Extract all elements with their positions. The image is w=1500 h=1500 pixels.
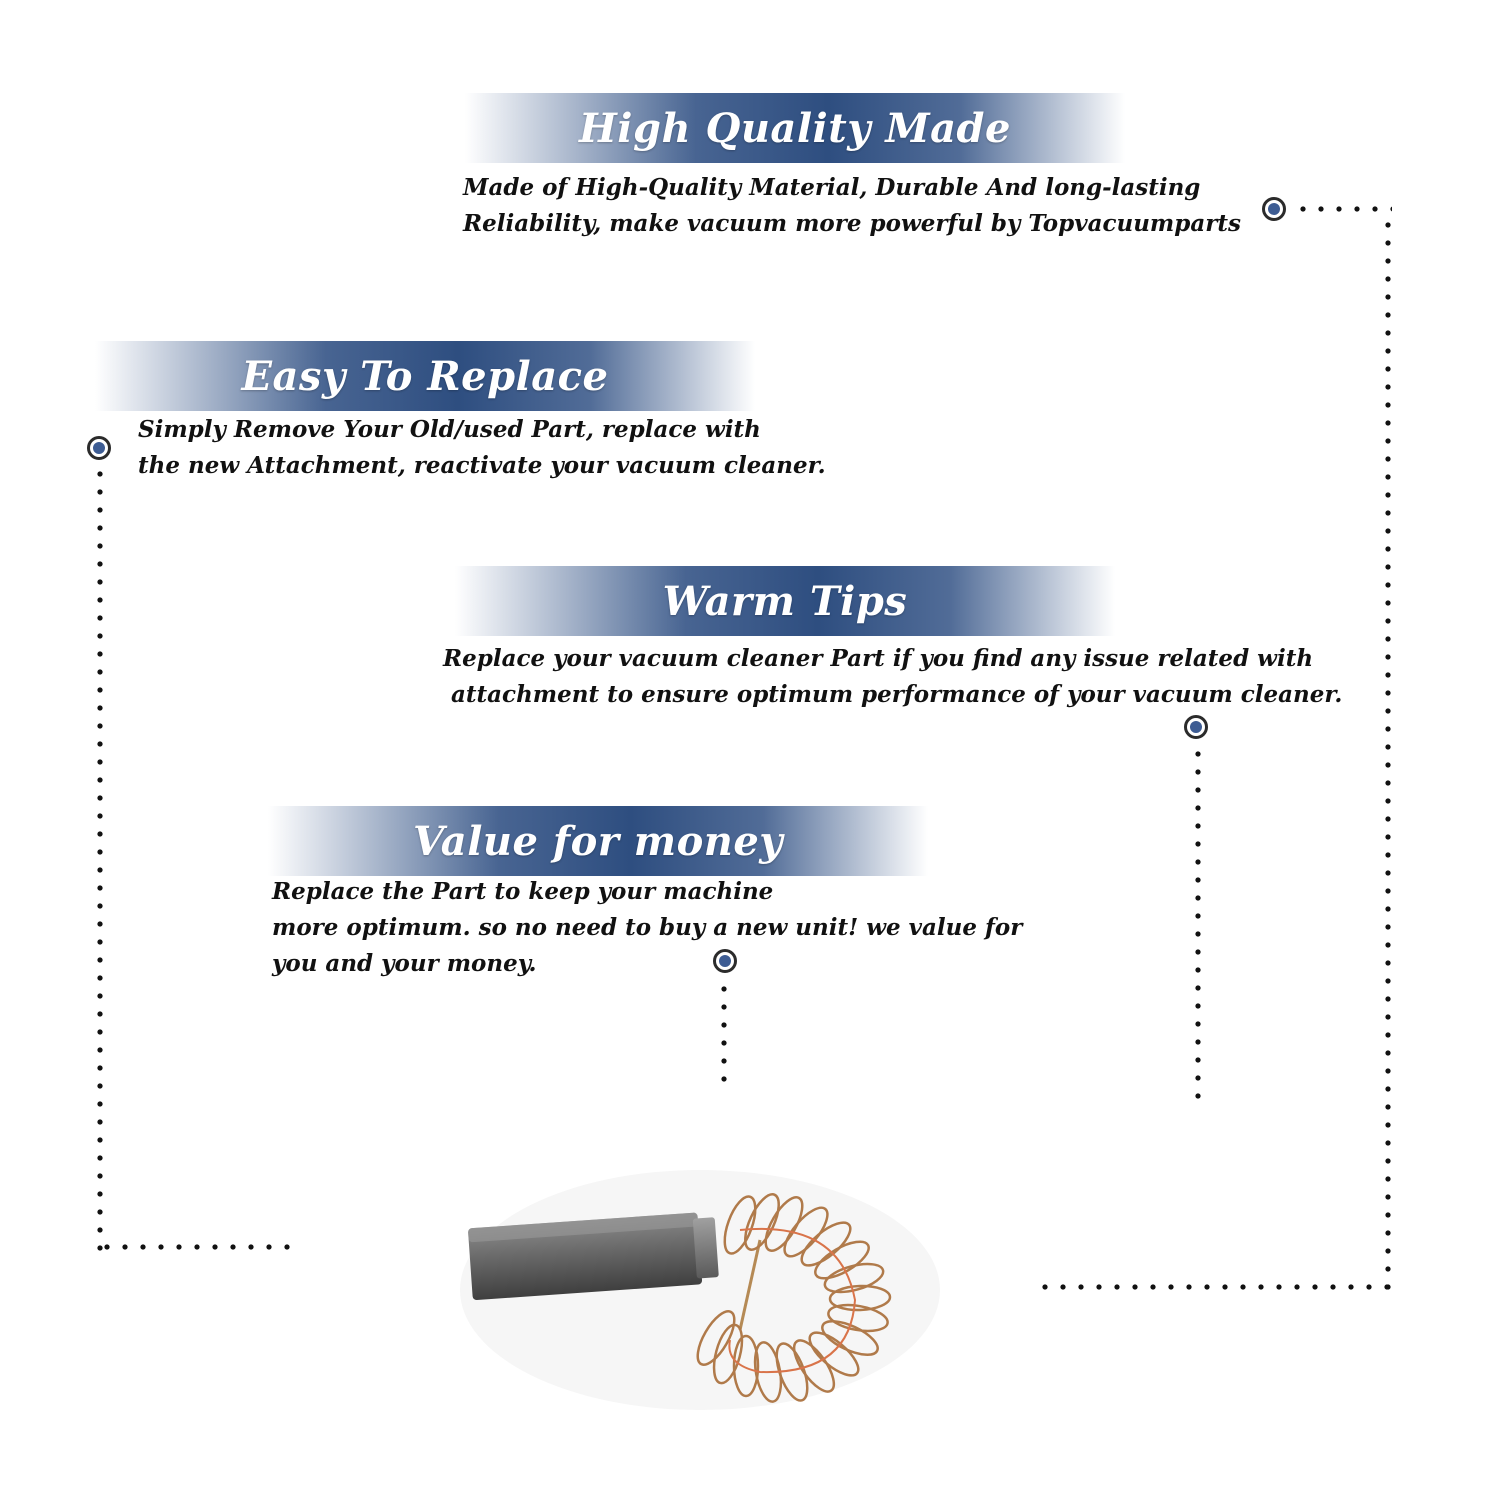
marker-dot-icon (1184, 715, 1208, 739)
dotted-connector (721, 980, 727, 1092)
feature-description: Replace the Part to keep your machine mo… (272, 874, 1022, 982)
marker-dot-icon (87, 436, 111, 460)
feature-description-line: you and your money. (272, 950, 537, 977)
banner-warm-tips: Warm Tips (455, 566, 1115, 636)
feature-description-line: attachment to ensure optimum performance… (443, 681, 1343, 708)
dotted-connector (1195, 745, 1201, 1107)
feature-description-line: the new Attachment, reactivate your vacu… (138, 452, 826, 479)
dotted-connector (1385, 216, 1391, 1292)
feature-description-line: Replace your vacuum cleaner Part if you … (443, 645, 1314, 672)
carbon-brush-icon (460, 1170, 940, 1410)
feature-title: High Quality Made (579, 104, 1011, 152)
feature-description-line: Made of High-Quality Material, Durable A… (463, 174, 1201, 201)
feature-description: Replace your vacuum cleaner Part if you … (443, 641, 1342, 713)
banner-easy-to-replace: Easy To Replace (95, 341, 755, 411)
feature-title: Warm Tips (662, 577, 908, 625)
feature-description: Simply Remove Your Old/used Part, replac… (138, 412, 826, 484)
feature-description-line: Replace the Part to keep your machine (272, 878, 774, 905)
dotted-connector (97, 465, 103, 1253)
feature-description: Made of High-Quality Material, Durable A… (463, 170, 1241, 242)
feature-title: Easy To Replace (241, 352, 609, 400)
feature-title: Value for money (412, 817, 784, 865)
dotted-connector (98, 1244, 298, 1250)
dotted-connector (1036, 1284, 1392, 1290)
feature-description-line: Simply Remove Your Old/used Part, replac… (138, 416, 761, 443)
feature-description-line: Reliability, make vacuum more powerful b… (463, 210, 1241, 237)
marker-dot-icon (713, 949, 737, 973)
feature-description-line: more optimum. so no need to buy a new un… (272, 914, 1023, 941)
marker-dot-icon (1262, 197, 1286, 221)
banner-value-for-money: Value for money (268, 806, 928, 876)
dotted-connector (1294, 206, 1392, 212)
banner-high-quality-made: High Quality Made (465, 93, 1125, 163)
